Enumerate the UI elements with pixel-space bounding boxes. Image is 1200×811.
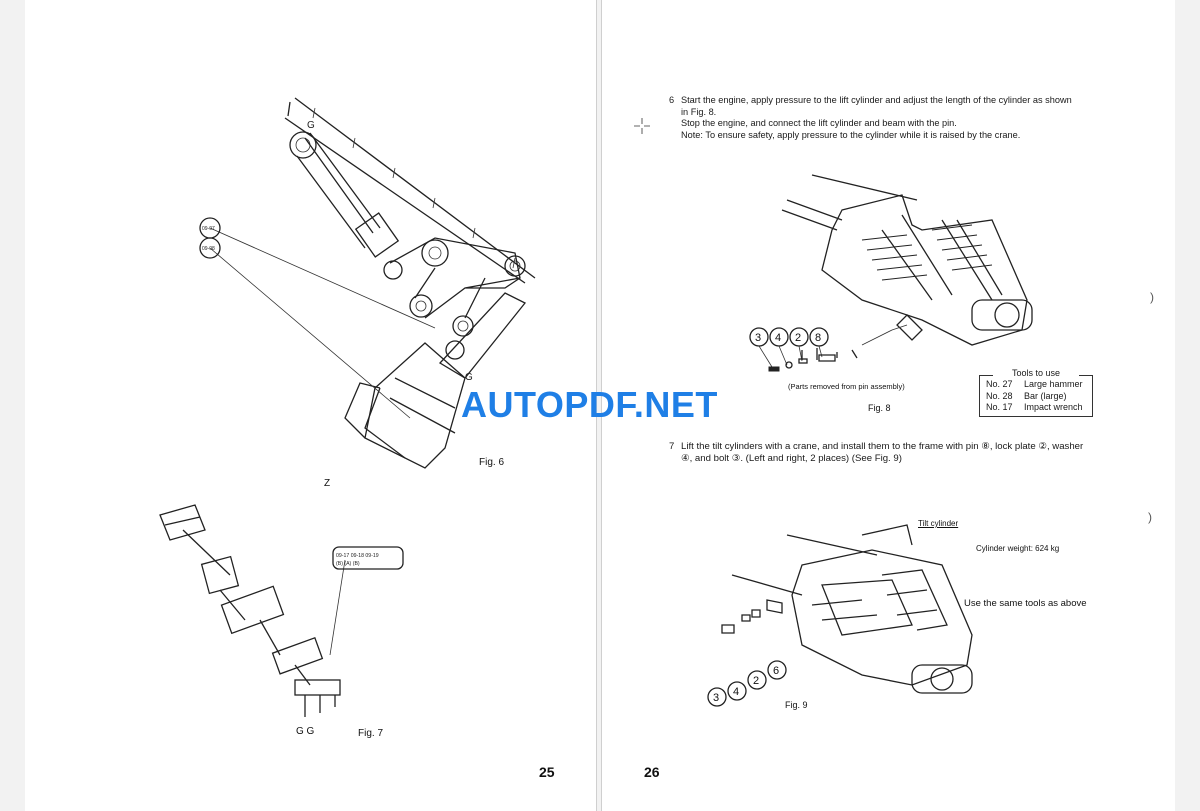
svg-text:2: 2 — [753, 675, 759, 687]
fig6-caption: Fig. 6 — [479, 457, 505, 468]
svg-text:G: G — [307, 120, 315, 131]
step-6-number: 6 — [669, 95, 675, 105]
svg-text:09-07: 09-07 — [202, 226, 215, 232]
step-6-line-3: Stop the engine, and connect the lift cy… — [681, 118, 957, 129]
registration-mark-icon — [634, 118, 650, 134]
step-7-text: 7 Lift the tilt cylinders with a crane, a… — [669, 441, 1159, 465]
fig9-tilt-cylinder-label: Tilt cylinder — [918, 519, 959, 528]
fig6-drawing: 09-07 09-08 G G — [199, 97, 536, 469]
fig8-callouts: 3 4 2 8 — [749, 327, 836, 372]
step-7-line-1: Lift the tilt cylinders with a crane, an… — [681, 441, 1084, 452]
svg-text:09-17 09-18 09-19: 09-17 09-18 09-19 — [336, 553, 379, 559]
step-6-line-2: in Fig. 8. — [681, 106, 717, 117]
fig8-caption: Fig. 8 — [868, 403, 891, 413]
fig9-cylinder-weight: Cylinder weight: 624 kg — [976, 544, 1060, 553]
svg-text:2: 2 — [795, 332, 801, 344]
svg-text:(B) (A) (B): (B) (A) (B) — [336, 561, 360, 567]
fig8-drawing — [781, 174, 1033, 360]
step-7-number: 7 — [669, 441, 675, 452]
fig9-drawing — [721, 524, 973, 694]
page-number-left: 25 — [539, 764, 555, 780]
fig7-caption: Fig. 7 — [358, 728, 384, 739]
svg-text:6: 6 — [773, 665, 779, 677]
step-6-line-4: Note: To ensure safety, apply pressure t… — [681, 129, 1021, 140]
fig7-view-marker: G G — [296, 726, 315, 737]
fig9-callouts: 3 4 2 6 — [707, 660, 787, 707]
svg-text:4: 4 — [733, 686, 739, 698]
page-number-right: 26 — [644, 764, 660, 780]
svg-text:09-08: 09-08 — [202, 246, 215, 252]
svg-text:3: 3 — [755, 332, 761, 344]
edge-mark: ) — [1150, 290, 1154, 304]
watermark: AUTOPDF.NET — [461, 384, 718, 425]
fig6-view-marker: Z — [324, 478, 331, 489]
tools-title: Tools to use — [993, 368, 1079, 378]
fig9-caption: Fig. 9 — [785, 700, 808, 710]
step-7-line-2: ④, and bolt ③. (Left and right, 2 places… — [681, 453, 902, 464]
fig9-tools-note: Use the same tools as above — [964, 598, 1087, 609]
fig7-drawing: 09-17 09-18 09-19 (B) (A) (B) — [159, 504, 404, 717]
step-6-line-1: Start the engine, apply pressure to the … — [681, 95, 1072, 105]
svg-text:G: G — [465, 372, 473, 383]
step-6-text: 6 Start the engine, apply pressure to the… — [669, 95, 1149, 141]
fig8-parts-note: (Parts removed from pin assembly) — [788, 382, 905, 391]
edge-mark: ) — [1148, 510, 1152, 524]
svg-text:3: 3 — [713, 692, 719, 704]
svg-text:4: 4 — [775, 332, 781, 344]
left-page: 09-07 09-08 G G Fig. 6 Z 09-17 09-18 09-… — [25, 0, 597, 811]
right-page: 6 Start the engine, apply pressure to the… — [601, 0, 1175, 811]
svg-text:8: 8 — [815, 332, 821, 344]
